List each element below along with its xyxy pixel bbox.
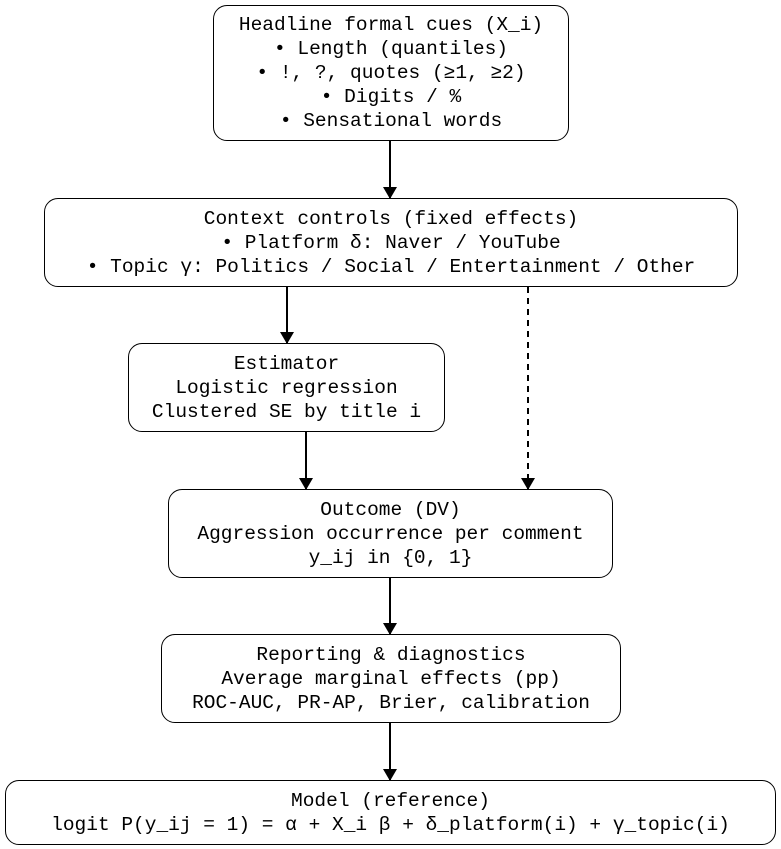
node-reporting-diagnostics: Reporting & diagnostics Average marginal… [161,634,621,723]
node-estimator-title: Estimator [233,352,340,375]
node-model-title: Model (reference) [291,789,490,812]
node-model-reference: Model (reference) logit P(y_ij = 1) = α … [5,780,776,845]
node-headline-line-length: • Length (quantiles) [273,38,509,60]
node-outcome-line-description: Aggression occurrence per comment [197,522,584,545]
node-estimator: Estimator Logistic regression Clustered … [128,343,445,432]
node-estimator-line-method: Logistic regression [175,376,398,399]
node-outcome-title: Outcome (DV) [320,498,461,521]
node-context-line-platform: • Platform δ: Naver / YouTube [221,231,561,254]
node-reporting-line-ame: Average marginal effects (pp) [221,667,561,690]
node-headline-formal-cues: Headline formal cues (X_i) • Length (qua… [213,5,569,141]
node-reporting-line-metrics: ROC-AUC, PR-AP, Brier, calibration [192,691,590,714]
node-context-title: Context controls (fixed effects) [203,207,579,230]
node-headline-line-digits: • Digits / % [320,86,462,108]
node-model-line-equation: logit P(y_ij = 1) = α + X_i β + δ_platfo… [51,813,730,836]
node-headline-title: Headline formal cues (X_i) [238,14,544,36]
node-outcome-line-variable: y_ij in {0, 1} [308,546,473,569]
node-context-line-topic: • Topic γ: Politics / Social / Entertain… [86,255,696,278]
node-estimator-line-se: Clustered SE by title i [151,400,422,423]
node-outcome: Outcome (DV) Aggression occurrence per c… [168,489,613,578]
node-reporting-title: Reporting & diagnostics [256,643,526,666]
node-headline-line-punctuation: • !, ?, quotes (≥1, ≥2) [256,62,526,84]
node-context-controls: Context controls (fixed effects) • Platf… [44,198,738,287]
node-headline-line-sensational: • Sensational words [279,110,503,132]
